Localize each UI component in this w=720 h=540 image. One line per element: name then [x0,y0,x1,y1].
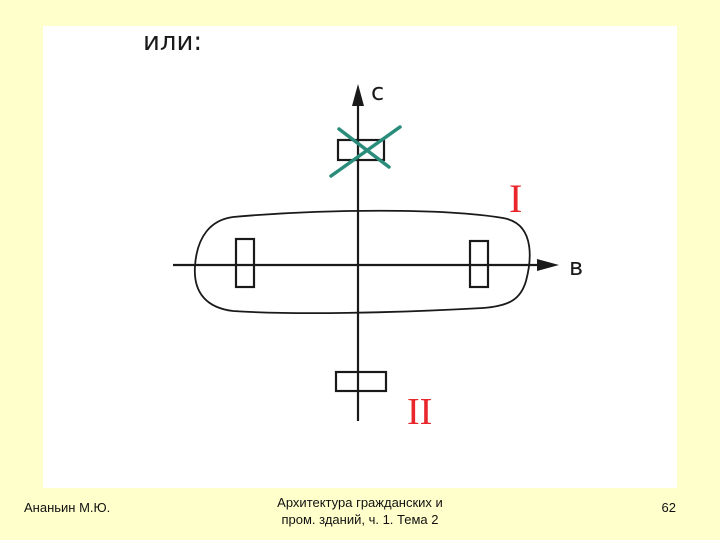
horizontal-axis-label: в [569,253,583,281]
group-2-label: II [407,391,432,433]
footer-course-line-1: Архитектура гражданских и [277,495,443,510]
cross-mark-stroke-1 [329,125,402,178]
footer-page-number: 62 [661,500,676,515]
heading-text: или: [143,27,202,57]
group-1-label: I [509,176,522,221]
footer-course-line-2: пром. зданий, ч. 1. Тема 2 [281,512,439,527]
element-left [234,237,256,289]
horizontal-axis-arrowhead [537,259,559,271]
footer-author: Ананьин М.Ю. [24,500,111,515]
group-1-outline [194,209,531,315]
footer-course: Архитектура гражданских и пром. зданий, … [250,494,470,528]
vertical-axis-arrowhead [352,84,364,106]
vertical-axis-label: с [371,78,384,106]
cross-mark-stroke-2 [337,127,391,169]
element-bottom [334,370,388,393]
slide-canvas: или: с в I II [43,26,677,488]
element-top [336,138,386,162]
element-right [468,239,490,289]
sketch-diagram: или: с в I II [143,27,583,433]
